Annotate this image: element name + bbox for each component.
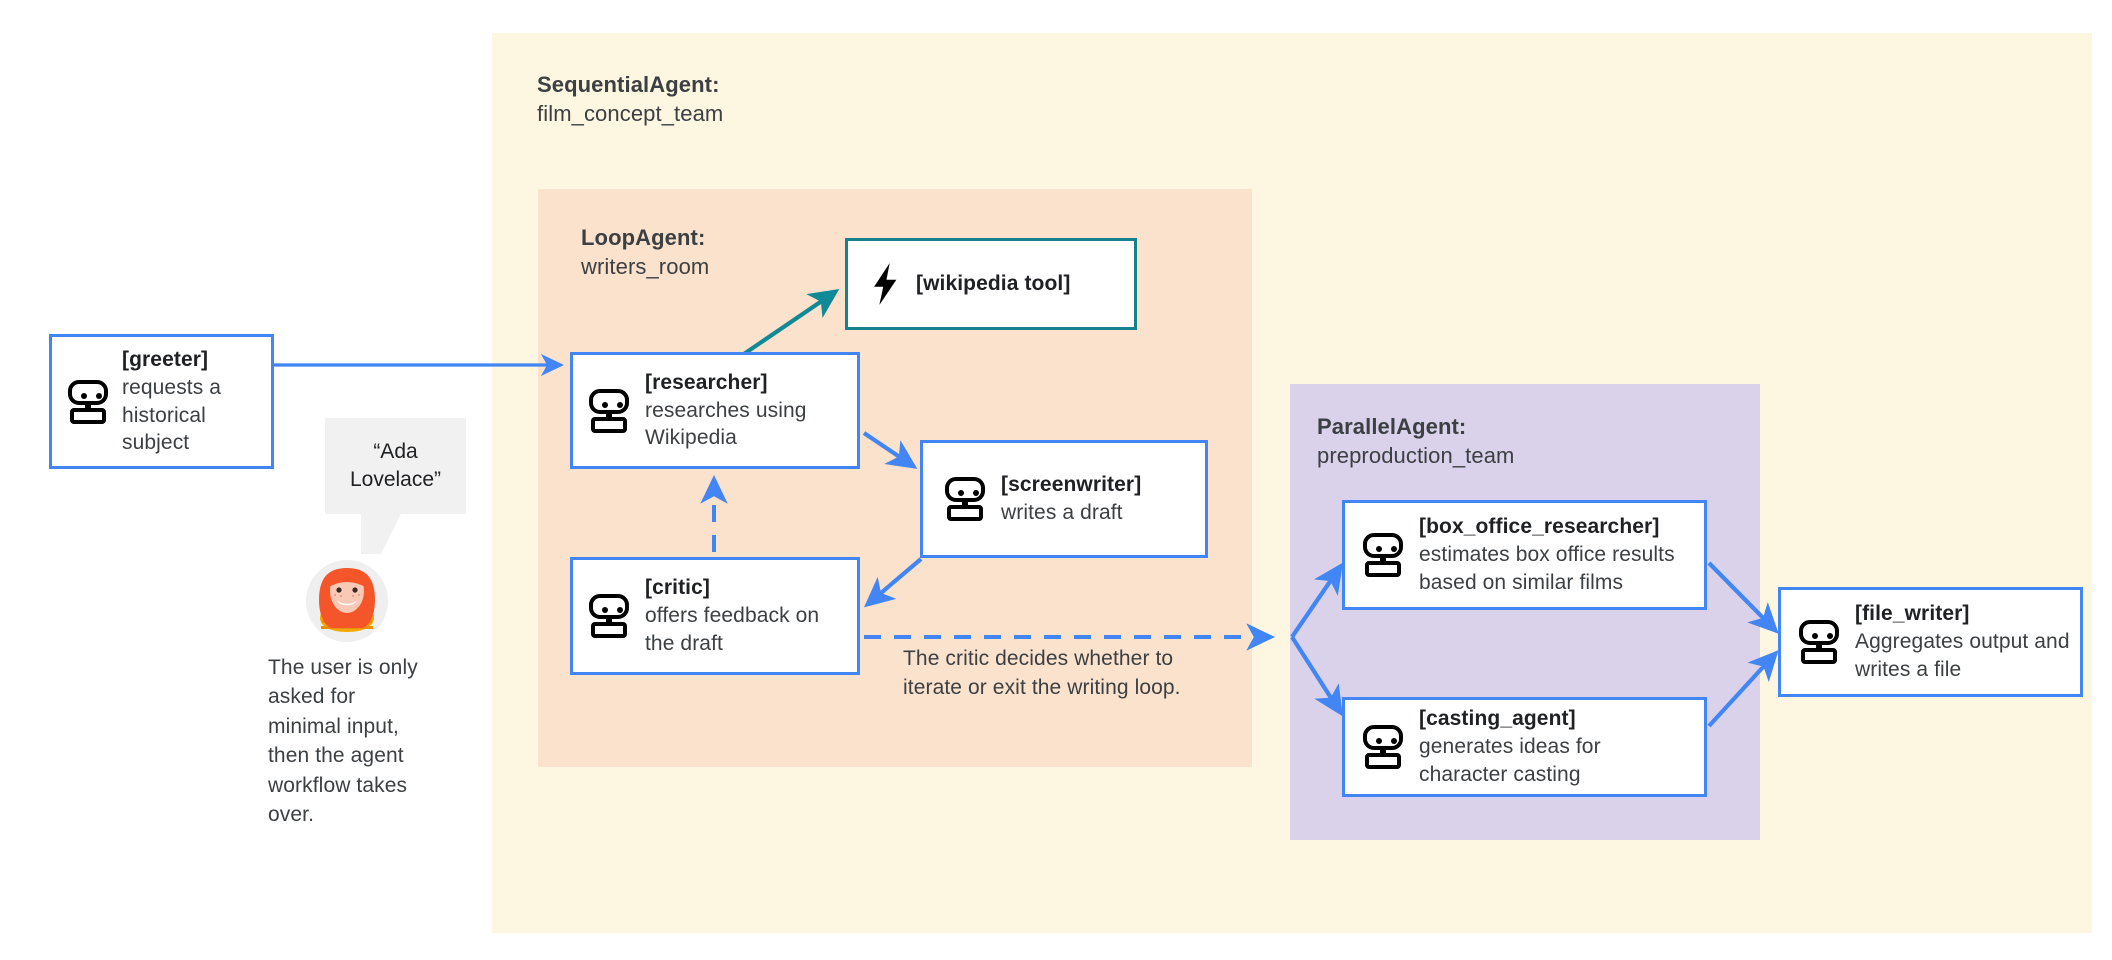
user-caption: The user is only asked for minimal input… <box>268 656 418 826</box>
node-critic-text: [critic] offers feedback on the draft <box>645 574 847 658</box>
node-researcher[interactable]: [researcher] researches using Wikipedia <box>570 352 860 469</box>
robot-icon <box>589 388 629 433</box>
node-wikipedia-tool-title: [wikipedia tool] <box>916 272 1071 296</box>
node-screenwriter-title: [screenwriter] <box>1001 473 1142 497</box>
node-file-writer-text: [file_writer] Aggregates output and writ… <box>1855 600 2070 684</box>
node-researcher-text: [researcher] researches using Wikipedia <box>645 369 847 453</box>
robot-icon <box>1363 533 1403 577</box>
node-casting-agent-text: [casting_agent] generates ideas for char… <box>1419 705 1694 789</box>
node-box-office-researcher[interactable]: [box_office_researcher] estimates box of… <box>1342 500 1707 610</box>
user-speech-bubble: “Ada Lovelace” <box>325 418 466 554</box>
node-greeter-text: [greeter] requests a historical subject <box>122 346 257 458</box>
node-greeter-title: [greeter] <box>122 347 209 371</box>
user-quote: “Ada Lovelace” <box>349 439 442 491</box>
robot-icon <box>1799 620 1839 664</box>
node-file-writer-title: [file_writer] <box>1855 602 1970 626</box>
node-critic-desc: offers feedback on the draft <box>645 604 820 655</box>
user-avatar <box>306 560 388 642</box>
parallel-agent-type: ParallelAgent: <box>1317 414 1467 439</box>
robot-icon <box>589 594 629 638</box>
node-greeter[interactable]: [greeter] requests a historical subject <box>49 334 274 469</box>
node-casting-agent-title: [casting_agent] <box>1419 707 1576 731</box>
node-critic-title: [critic] <box>645 576 710 600</box>
parallel-agent-name: preproduction_team <box>1317 443 1515 469</box>
robot-icon <box>68 379 108 424</box>
node-casting-agent-desc: generates ideas for character casting <box>1419 735 1601 786</box>
parallel-agent-label: ParallelAgent: preproduction_team <box>1317 412 1514 470</box>
robot-icon <box>1363 725 1403 769</box>
node-researcher-title: [researcher] <box>645 370 768 394</box>
loop-agent-label: LoopAgent: writers_room <box>581 223 709 281</box>
node-box-office-researcher-desc: estimates box office results based on si… <box>1419 543 1675 594</box>
sequential-agent-name: film_concept_team <box>537 101 724 127</box>
node-box-office-researcher-text: [box_office_researcher] estimates box of… <box>1419 513 1694 597</box>
node-box-office-researcher-title: [box_office_researcher] <box>1419 515 1660 539</box>
node-researcher-desc: researches using Wikipedia <box>645 398 807 450</box>
loop-agent-type: LoopAgent: <box>581 225 706 250</box>
node-screenwriter-desc: writes a draft <box>1001 501 1123 524</box>
sequential-agent-type: SequentialAgent: <box>537 72 720 97</box>
robot-icon <box>945 477 985 521</box>
node-greeter-desc: requests a historical subject <box>122 375 222 455</box>
lightning-bolt-icon <box>870 263 900 305</box>
node-screenwriter-text: [screenwriter] writes a draft <box>1001 471 1195 527</box>
node-critic[interactable]: [critic] offers feedback on the draft <box>570 557 860 675</box>
node-wikipedia-tool[interactable]: [wikipedia tool] <box>845 238 1137 330</box>
node-screenwriter[interactable]: [screenwriter] writes a draft <box>920 440 1208 558</box>
loop-exit-note: The critic decides whether to iterate or… <box>903 647 1181 699</box>
node-file-writer-desc: Aggregates output and writes a file <box>1855 630 2070 681</box>
loop-agent-name: writers_room <box>581 254 710 280</box>
node-wikipedia-tool-text: [wikipedia tool] <box>916 270 1120 298</box>
sequential-agent-label: SequentialAgent: film_concept_team <box>537 70 723 128</box>
node-casting-agent[interactable]: [casting_agent] generates ideas for char… <box>1342 697 1707 797</box>
node-file-writer[interactable]: [file_writer] Aggregates output and writ… <box>1778 587 2083 697</box>
